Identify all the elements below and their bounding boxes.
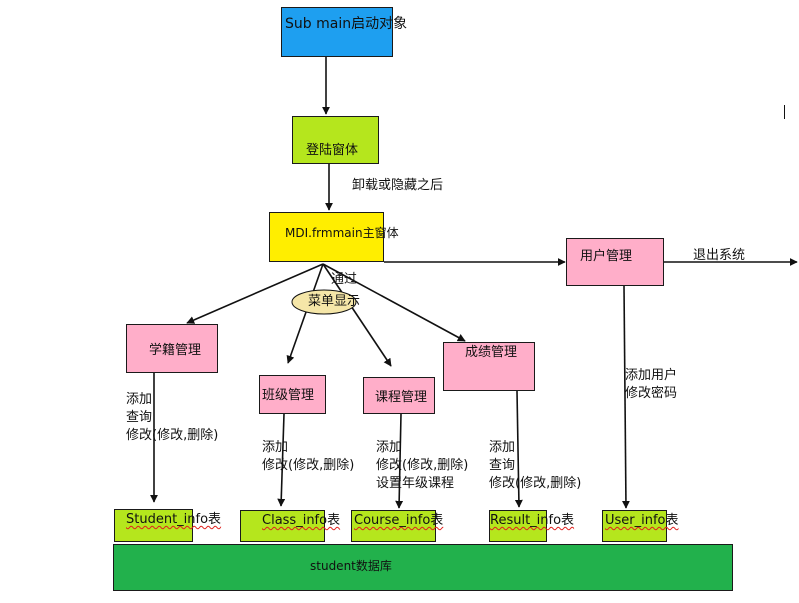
course-ops-1: 添加 [376, 440, 403, 455]
student-mgmt-box: 学籍管理 [126, 324, 218, 373]
arrow-mdi-to-student [186, 263, 324, 324]
course-mgmt-label: 课程管理 [375, 390, 428, 405]
class-table-label: Class_info表 [262, 513, 341, 528]
sub-main-box: Sub main启动对象 [281, 7, 407, 57]
mdi-label: MDI.frmmain主窗体 [285, 226, 399, 240]
arrow-user-to-table [621, 285, 630, 509]
database-box: student数据库 [113, 544, 733, 591]
mdi-box: MDI.frmmain主窗体 [269, 212, 399, 262]
course-ops-3: 设置年级课程 [376, 476, 455, 491]
student-table-label: Student_info表 [126, 512, 222, 527]
class-ops-2: 修改(修改,删除) [262, 458, 355, 473]
score-ops-2: 查询 [489, 458, 516, 473]
menu-show-label: 菜单显示 [308, 294, 361, 309]
login-label: 登陆窗体 [306, 143, 359, 158]
result-table-label: Result_info表 [490, 513, 575, 528]
course-table-box: Course_info表 [351, 510, 443, 542]
student-mgmt-label: 学籍管理 [149, 343, 202, 358]
exit-label: 退出系统 [693, 248, 746, 263]
course-mgmt-box: 课程管理 [363, 377, 435, 414]
class-ops-1: 添加 [262, 440, 289, 455]
arrow-class-to-table [277, 413, 286, 507]
student-ops-1: 添加 [126, 392, 153, 407]
score-ops-1: 添加 [489, 440, 516, 455]
user-ops-1: 添加用户 [625, 368, 678, 383]
arrow-score-to-table [514, 390, 523, 508]
arrow-mdi-to-score [322, 263, 466, 342]
student-table-box: Student_info表 [114, 509, 221, 542]
student-ops-2: 查询 [126, 410, 153, 425]
menu-ellipse [291, 289, 357, 315]
user-mgmt-box: 用户管理 [566, 238, 664, 286]
score-ops-3: 修改(修改,删除) [489, 476, 582, 491]
user-ops-2: 修改密码 [625, 386, 678, 401]
course-table-label: Course_info表 [354, 513, 444, 528]
class-table-box: Class_info表 [240, 510, 340, 542]
arrow-mdi-to-course [322, 263, 392, 367]
class-mgmt-box: 班级管理 [259, 375, 326, 414]
via-label: 通过 [331, 272, 358, 287]
result-table-box: Result_info表 [489, 510, 574, 542]
database-label: student数据库 [310, 559, 392, 573]
text-cursor [784, 105, 785, 119]
score-mgmt-box: 成绩管理 [443, 342, 535, 391]
sub-main-label: Sub main启动对象 [285, 16, 408, 32]
user-mgmt-label: 用户管理 [580, 249, 633, 264]
student-ops-3: 修改(修改,删除) [126, 428, 219, 443]
class-mgmt-label: 班级管理 [262, 388, 315, 403]
course-ops-2: 修改(修改,删除) [376, 458, 469, 473]
unload-label: 卸载或隐藏之后 [352, 178, 444, 193]
score-mgmt-label: 成绩管理 [465, 345, 518, 360]
arrow-mdi-to-class [286, 263, 324, 364]
arrow-course-to-table [395, 413, 404, 509]
user-table-box: User_info表 [602, 510, 679, 542]
user-table-label: User_info表 [605, 513, 679, 528]
login-box: 登陆窗体 [292, 116, 379, 164]
